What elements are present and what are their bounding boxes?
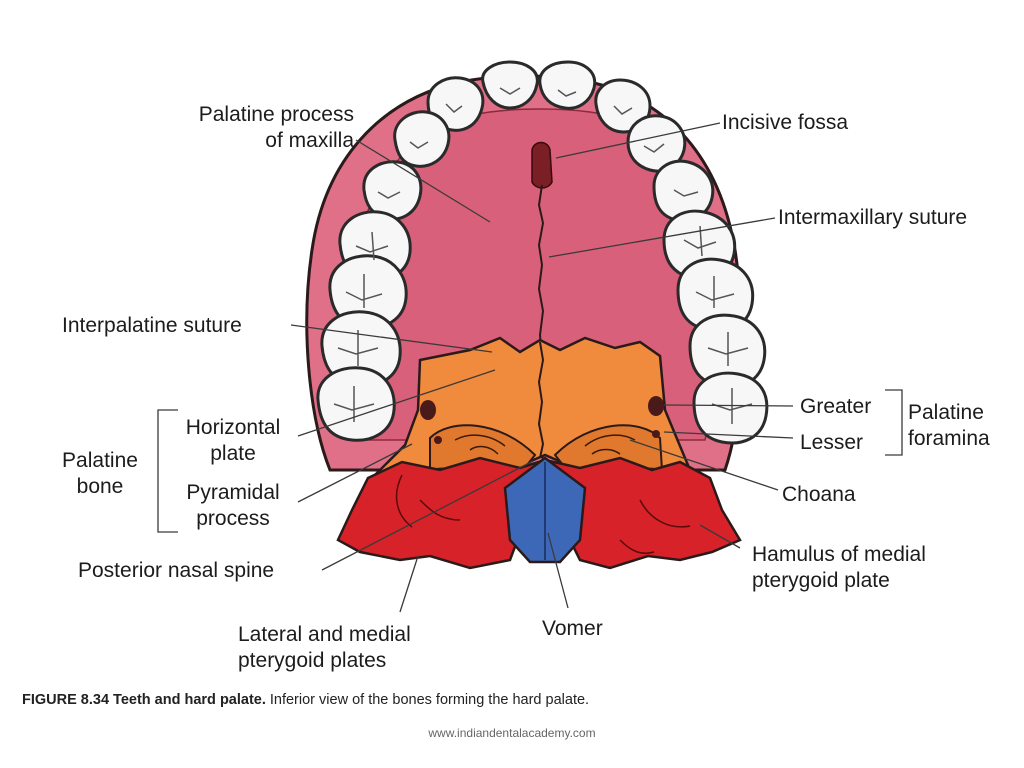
leader-lines	[157, 122, 903, 613]
teeth	[316, 60, 769, 445]
interpalatine-suture	[537, 341, 545, 459]
label-interpalatine-suture: Interpalatine suture	[62, 314, 242, 337]
label-posterior-nasal-spine: Posterior nasal spine	[78, 559, 275, 582]
footer-url: www.indiandentalacademy.com	[428, 726, 596, 740]
lesser-palatine-foramen-left	[434, 436, 442, 444]
tooth	[594, 78, 652, 134]
tooth	[626, 114, 687, 173]
incisive-fossa	[531, 141, 553, 189]
label-horizontal-plate: Horizontal plate	[185, 416, 281, 465]
pterygoid-detail	[395, 474, 691, 554]
figure-caption-text: Inferior view of the bones forming the h…	[269, 692, 590, 708]
label-intermaxillary-suture: Intermaxillary suture	[778, 206, 968, 229]
figure-caption: FIGURE 8.34 Teeth and hard palate.Inferi…	[22, 692, 589, 708]
pterygoid-plates-left	[336, 456, 547, 570]
label-lesser: Lesser	[800, 431, 864, 454]
label-hamulus: Hamulus of medial pterygoid plate	[752, 543, 926, 592]
tooth	[652, 159, 715, 223]
choana-detail	[454, 434, 636, 455]
label-palatine-foramina: Palatine foramina	[908, 401, 990, 450]
label-pyramidal-process: Pyramidal process	[186, 481, 280, 530]
tooth	[393, 110, 451, 168]
tooth	[692, 371, 769, 445]
tooth	[538, 60, 597, 110]
pterygoid-plates-right	[543, 456, 742, 570]
label-palatine-bone: Palatine bone	[62, 449, 138, 498]
lesser-palatine-foramen-right	[652, 430, 660, 438]
greater-palatine-foramen-left	[420, 400, 436, 420]
label-vomer: Vomer	[542, 617, 603, 640]
tooth	[316, 366, 396, 442]
figure-caption-title: FIGURE 8.34 Teeth and hard palate.	[22, 692, 266, 708]
label-choana: Choana	[782, 483, 856, 506]
label-lateral-medial-pterygoid: Lateral and medial pterygoid plates	[238, 623, 411, 672]
label-palatine-process: Palatine process of maxilla	[198, 103, 354, 152]
label-incisive-fossa: Incisive fossa	[722, 111, 849, 134]
tooth	[481, 60, 539, 110]
greater-palatine-foramen-right	[648, 396, 664, 416]
label-greater: Greater	[800, 395, 872, 418]
